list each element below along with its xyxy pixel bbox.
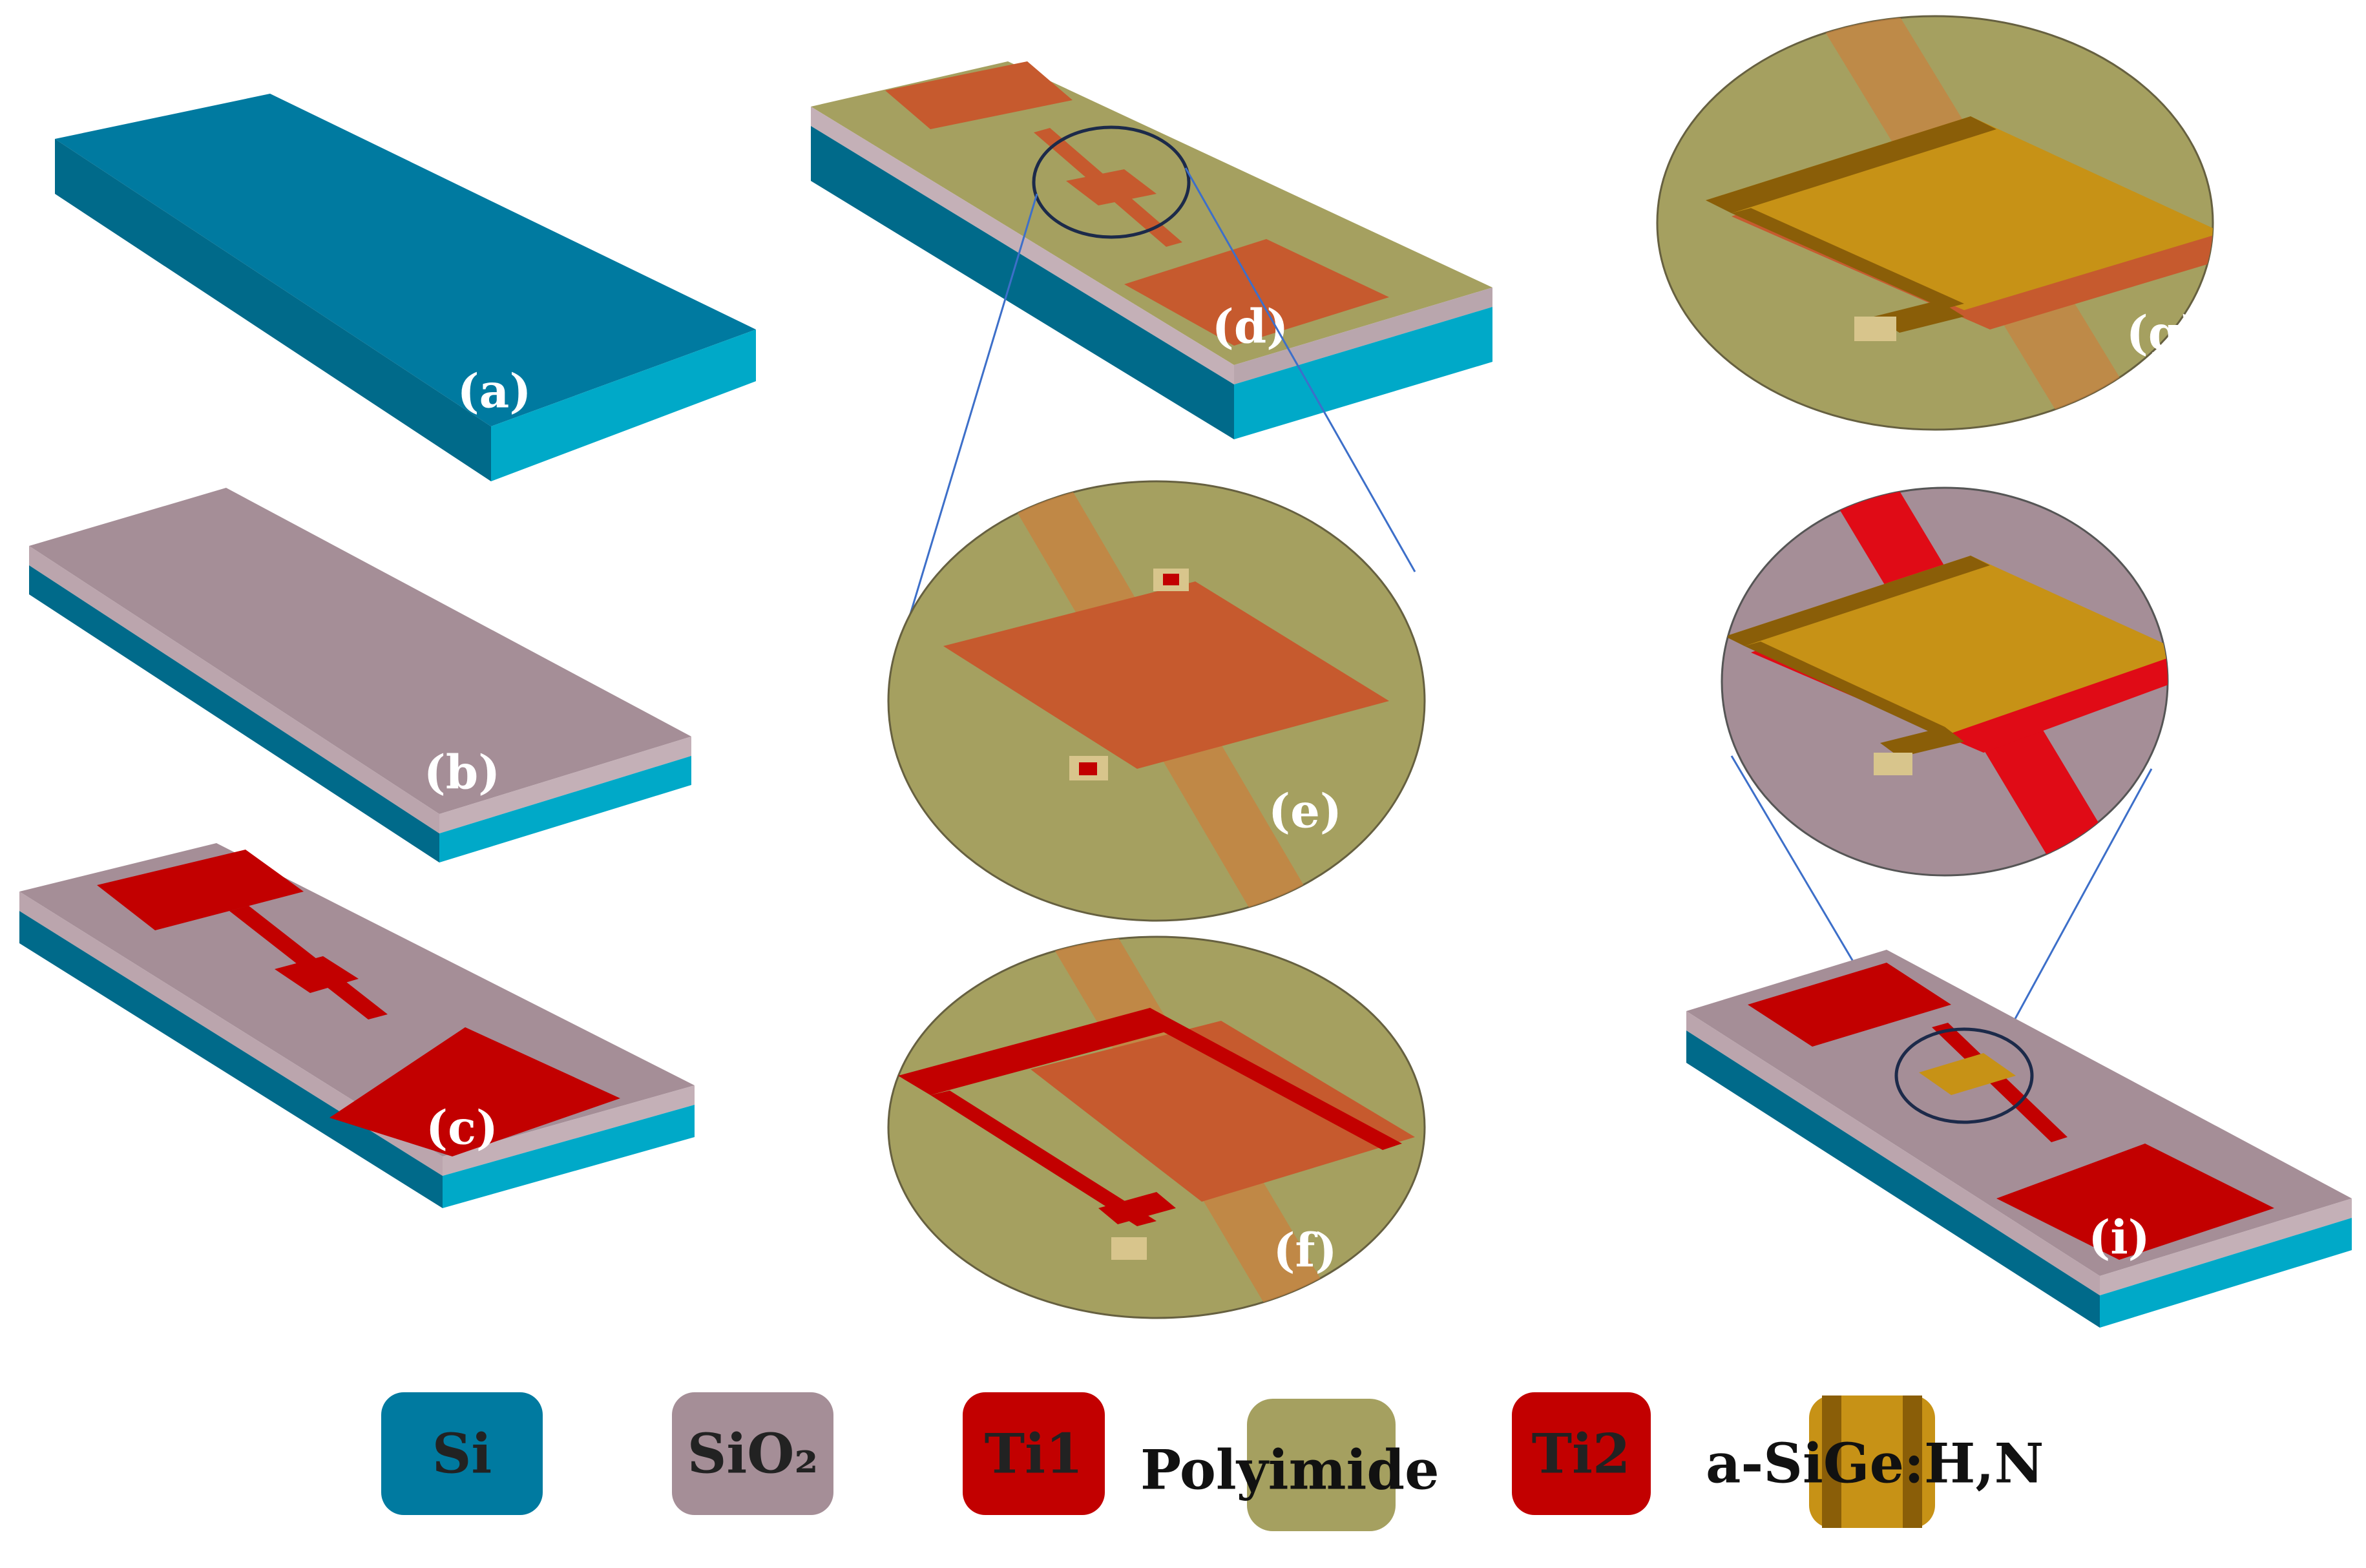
svg-text:SiO₂: SiO₂ [687, 1422, 819, 1486]
panel-label-d: (d) [1212, 299, 1288, 354]
slab-i: (i) [1686, 950, 2352, 1328]
svg-text:Si: Si [432, 1422, 492, 1486]
panel-label-a: (a) [457, 364, 532, 419]
panel-label-e: (e) [1268, 784, 1342, 839]
legend-item-polyimide: Polyimide [1140, 1399, 1439, 1531]
svg-text:Polyimide: Polyimide [1140, 1438, 1439, 1502]
panel-label-b: (b) [424, 745, 500, 800]
legend-item-ti2: Ti2 [1512, 1392, 1651, 1515]
zoom-e: (e) [887, 480, 1426, 922]
svg-text:Ti1: Ti1 [985, 1422, 1084, 1486]
swatch-polyimide [1247, 1399, 1396, 1531]
svg-text:a-SiGe:H,N: a-SiGe:H,N [1706, 1432, 2044, 1496]
slab-c: (c) [19, 843, 695, 1208]
panel-label-g: (g) [2126, 306, 2203, 361]
ti1-pad-bottom [330, 1027, 620, 1156]
legend-item-ti1: Ti1 [963, 1392, 1105, 1515]
swatch-si [381, 1392, 543, 1515]
zoom-circle-i [1894, 1027, 2034, 1124]
panel-label-c: (c) [426, 1100, 498, 1155]
panel-label-i: (i) [2088, 1210, 2150, 1265]
zoom-line [1184, 167, 1416, 572]
legend-item-asige: a-SiGe:H,N [1706, 1396, 2044, 1528]
ti1-pad-top [97, 850, 304, 930]
swatch-sio2 [672, 1392, 833, 1515]
zoom-g: (g) [1656, 15, 2214, 431]
zoom-line [894, 193, 1038, 666]
panel-label-f: (f) [1273, 1223, 1337, 1278]
legend-item-si: Si [381, 1392, 543, 1515]
slab-a: (a) [55, 94, 756, 481]
svg-text:Ti2: Ti2 [1532, 1422, 1631, 1486]
zoom-circle-d [1032, 125, 1191, 239]
legend: Si SiO₂ Ti1 Polyimide Ti2 a-SiGe:H,N [381, 1392, 2044, 1531]
zoom-h: (h) [1721, 486, 2210, 877]
slab-d: (d) [811, 61, 1492, 439]
zoom-line [1995, 768, 2153, 1054]
legend-item-sio2: SiO₂ [672, 1392, 833, 1515]
swatch-ti1 [963, 1392, 1105, 1515]
panel-label-h: (h) [2132, 764, 2210, 819]
swatch-ti2 [1512, 1392, 1651, 1515]
slab-b: (b) [29, 488, 691, 862]
zoom-f: (f) [887, 936, 1426, 1319]
